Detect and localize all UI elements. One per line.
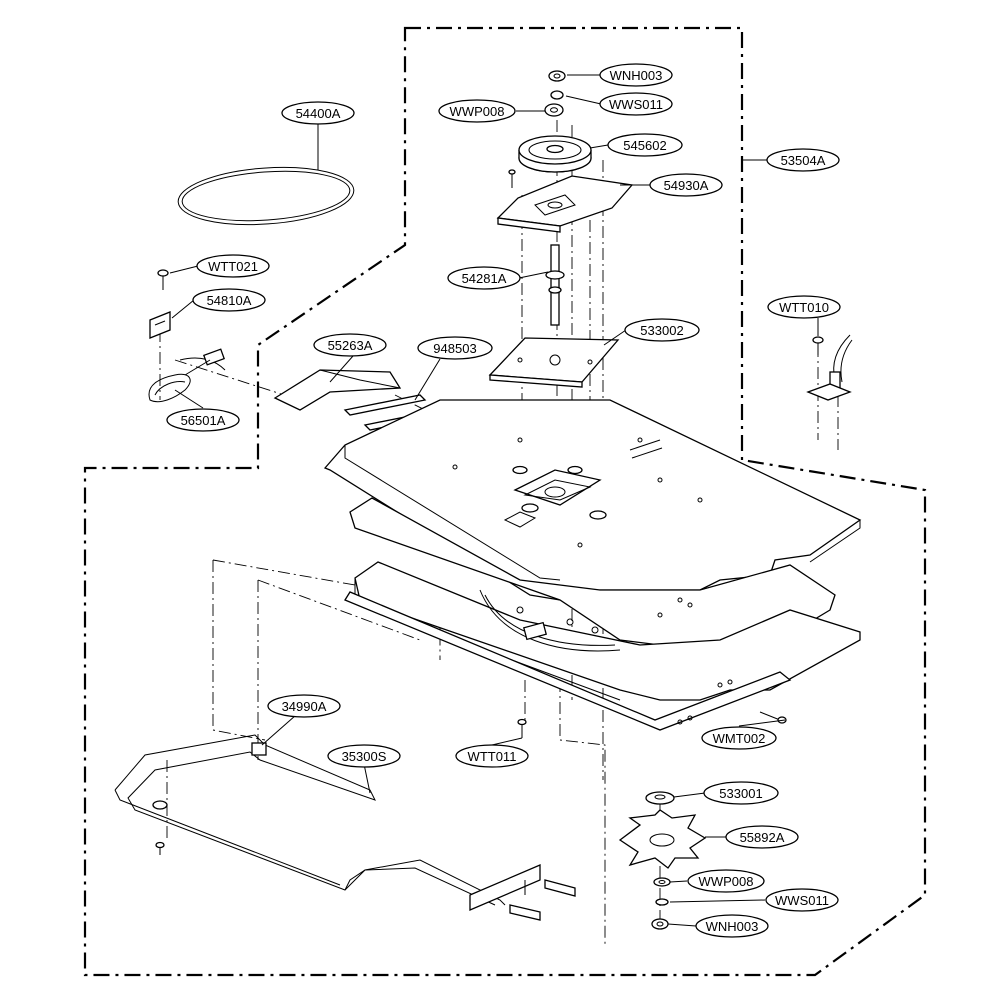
callout-WNH003-top: WNH003 (599, 63, 673, 87)
middle-plate (349, 497, 836, 651)
callout-WWS011-bottom: WWS011 (765, 888, 839, 912)
svg-text:WWP008: WWP008 (450, 104, 505, 119)
callout-55263A: 55263A (313, 333, 387, 357)
assembly-boundary (83, 26, 927, 977)
svg-text:WWS011: WWS011 (609, 97, 663, 112)
bottom-fastener-stack (651, 877, 671, 930)
callout-54810A: 54810A (192, 288, 266, 312)
svg-text:WTT021: WTT021 (208, 259, 258, 274)
bracket-54930A (496, 169, 634, 233)
callout-948503: 948503 (417, 336, 493, 360)
callout-WTT011: WTT011 (455, 744, 529, 768)
svg-text:WTT011: WTT011 (468, 749, 517, 764)
callout-54281A: 54281A (447, 266, 521, 290)
heater-element-35300S (114, 734, 576, 921)
svg-text:54810A: 54810A (207, 293, 252, 308)
callout-WWP008-top: WWP008 (438, 99, 516, 123)
callout-WWS011-top: WWS011 (599, 92, 673, 116)
callout-WTT021: WTT021 (196, 254, 270, 278)
fan-55892A (618, 809, 707, 869)
callout-35300S: 35300S (327, 744, 401, 768)
svg-text:55892A: 55892A (740, 830, 785, 845)
callout-533002: 533002 (624, 318, 700, 342)
callout-WMT002: WMT002 (701, 726, 777, 750)
svg-text:WNH003: WNH003 (610, 68, 663, 83)
svg-text:54281A: 54281A (462, 271, 507, 286)
svg-text:WNH003: WNH003 (706, 919, 759, 934)
svg-text:533002: 533002 (640, 323, 683, 338)
svg-text:WTT010: WTT010 (779, 300, 829, 315)
svg-text:54400A: 54400A (296, 106, 341, 121)
leader-lines (169, 74, 819, 927)
belt-54400A (177, 166, 355, 226)
callout-53504A: 53504A (766, 148, 840, 172)
callout-54400A: 54400A (281, 101, 355, 125)
svg-text:WWP008: WWP008 (699, 874, 754, 889)
svg-text:533001: 533001 (719, 786, 762, 801)
callout-545602: 545602 (607, 133, 683, 157)
callout-WTT010: WTT010 (767, 295, 841, 319)
bottom-plate (344, 591, 792, 731)
shaft-54281A (545, 244, 565, 326)
svg-text:WWS011: WWS011 (775, 893, 829, 908)
top-fastener-stack (544, 70, 566, 117)
svg-text:WMT002: WMT002 (713, 731, 766, 746)
pulley-545602 (518, 135, 592, 173)
callout-54930A: 54930A (649, 173, 723, 197)
duct-55263A (273, 369, 402, 411)
svg-text:545602: 545602 (623, 138, 666, 153)
callout-56501A: 56501A (166, 408, 240, 432)
callout-55892A: 55892A (725, 825, 799, 849)
screw-WTT011 (517, 718, 527, 738)
svg-text:35300S: 35300S (342, 749, 387, 764)
callout-533001: 533001 (703, 781, 779, 805)
lower-plate (354, 561, 861, 701)
svg-text:53504A: 53504A (781, 153, 826, 168)
sensor-assembly (806, 334, 853, 401)
left-switch-assembly (148, 269, 226, 403)
callout-WWP008-bottom: WWP008 (687, 869, 765, 893)
callout-WNH003-bottom: WNH003 (695, 914, 769, 938)
plate-533002 (488, 337, 620, 388)
svg-text:54930A: 54930A (664, 178, 709, 193)
svg-text:948503: 948503 (433, 341, 476, 356)
callout-34990A: 34990A (267, 694, 341, 718)
hub-533001 (645, 791, 675, 805)
svg-text:34990A: 34990A (282, 699, 327, 714)
svg-text:56501A: 56501A (181, 413, 226, 428)
svg-text:55263A: 55263A (328, 338, 373, 353)
